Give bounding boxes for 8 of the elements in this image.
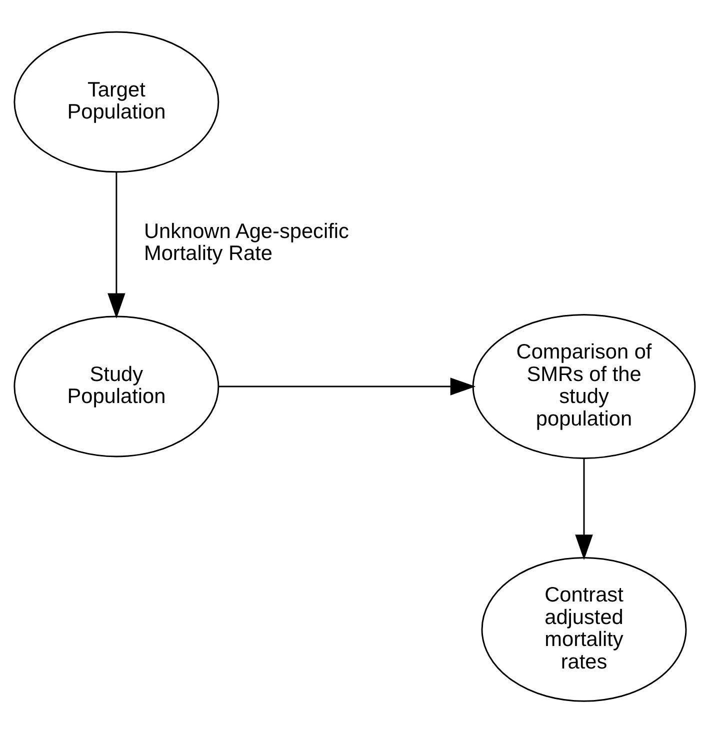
node-ellipse: Target Population	[14, 30, 220, 172]
arrow	[218, 377, 476, 395]
node-ellipse: Comparison of SMRs of the study population	[472, 314, 696, 458]
arrow	[108, 172, 126, 318]
arrow	[575, 458, 593, 560]
node-ellipse: Contrast adjusted mortality rates	[481, 556, 687, 702]
node-ellipse: Study Population	[14, 315, 220, 457]
edge-label: Unknown Age-specific Mortality Rate	[144, 219, 349, 265]
